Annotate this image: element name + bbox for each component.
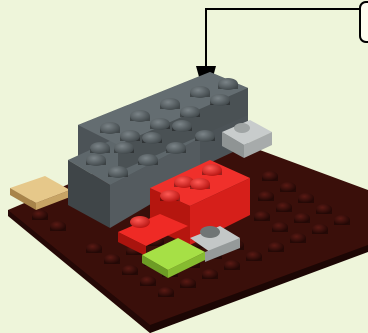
gray-stud	[114, 142, 134, 154]
red-stud	[202, 164, 222, 176]
baseplate-stud	[180, 278, 196, 288]
gray-stud	[172, 120, 192, 132]
baseplate-stud	[122, 265, 138, 275]
gray-stud	[166, 142, 186, 154]
baseplate-stud	[254, 211, 270, 221]
gray-stud	[130, 110, 150, 122]
baseplate-stud	[272, 222, 288, 232]
red-stud	[190, 178, 210, 190]
baseplate-stud	[276, 202, 292, 212]
baseplate-stud	[280, 182, 296, 192]
red-stud	[160, 190, 180, 202]
baseplate-stud	[334, 215, 350, 225]
gray-stud	[218, 78, 238, 90]
gray-stud	[210, 94, 230, 106]
baseplate-stud	[246, 251, 262, 261]
baseplate-stud	[268, 242, 284, 252]
baseplate-stud	[86, 243, 102, 253]
baseplate-stud	[290, 233, 306, 243]
gray-stud	[120, 130, 140, 142]
baseplate-stud	[32, 210, 48, 220]
baseplate-stud	[258, 191, 274, 201]
baseplate-stud	[316, 204, 332, 214]
gray-stud	[138, 154, 158, 166]
gray-stud	[142, 132, 162, 144]
baseplate-stud	[224, 260, 240, 270]
baseplate-stud	[140, 276, 156, 286]
gray-stud	[100, 122, 120, 134]
gray-stud	[180, 106, 200, 118]
gray-stud	[195, 130, 215, 142]
gray-stud	[160, 98, 180, 110]
gray-stud	[90, 142, 110, 154]
baseplate-stud	[104, 254, 120, 264]
baseplate-stud	[294, 213, 310, 223]
baseplate-stud	[202, 269, 218, 279]
baseplate-stud	[312, 224, 328, 234]
baseplate-stud	[262, 171, 278, 181]
baseplate-stud	[50, 221, 66, 231]
gray-stud	[190, 86, 210, 98]
baseplate-stud	[158, 287, 174, 297]
gray-stud	[108, 166, 128, 178]
baseplate-stud	[298, 193, 314, 203]
gray-stud	[150, 118, 170, 130]
gray-stud	[86, 154, 106, 166]
